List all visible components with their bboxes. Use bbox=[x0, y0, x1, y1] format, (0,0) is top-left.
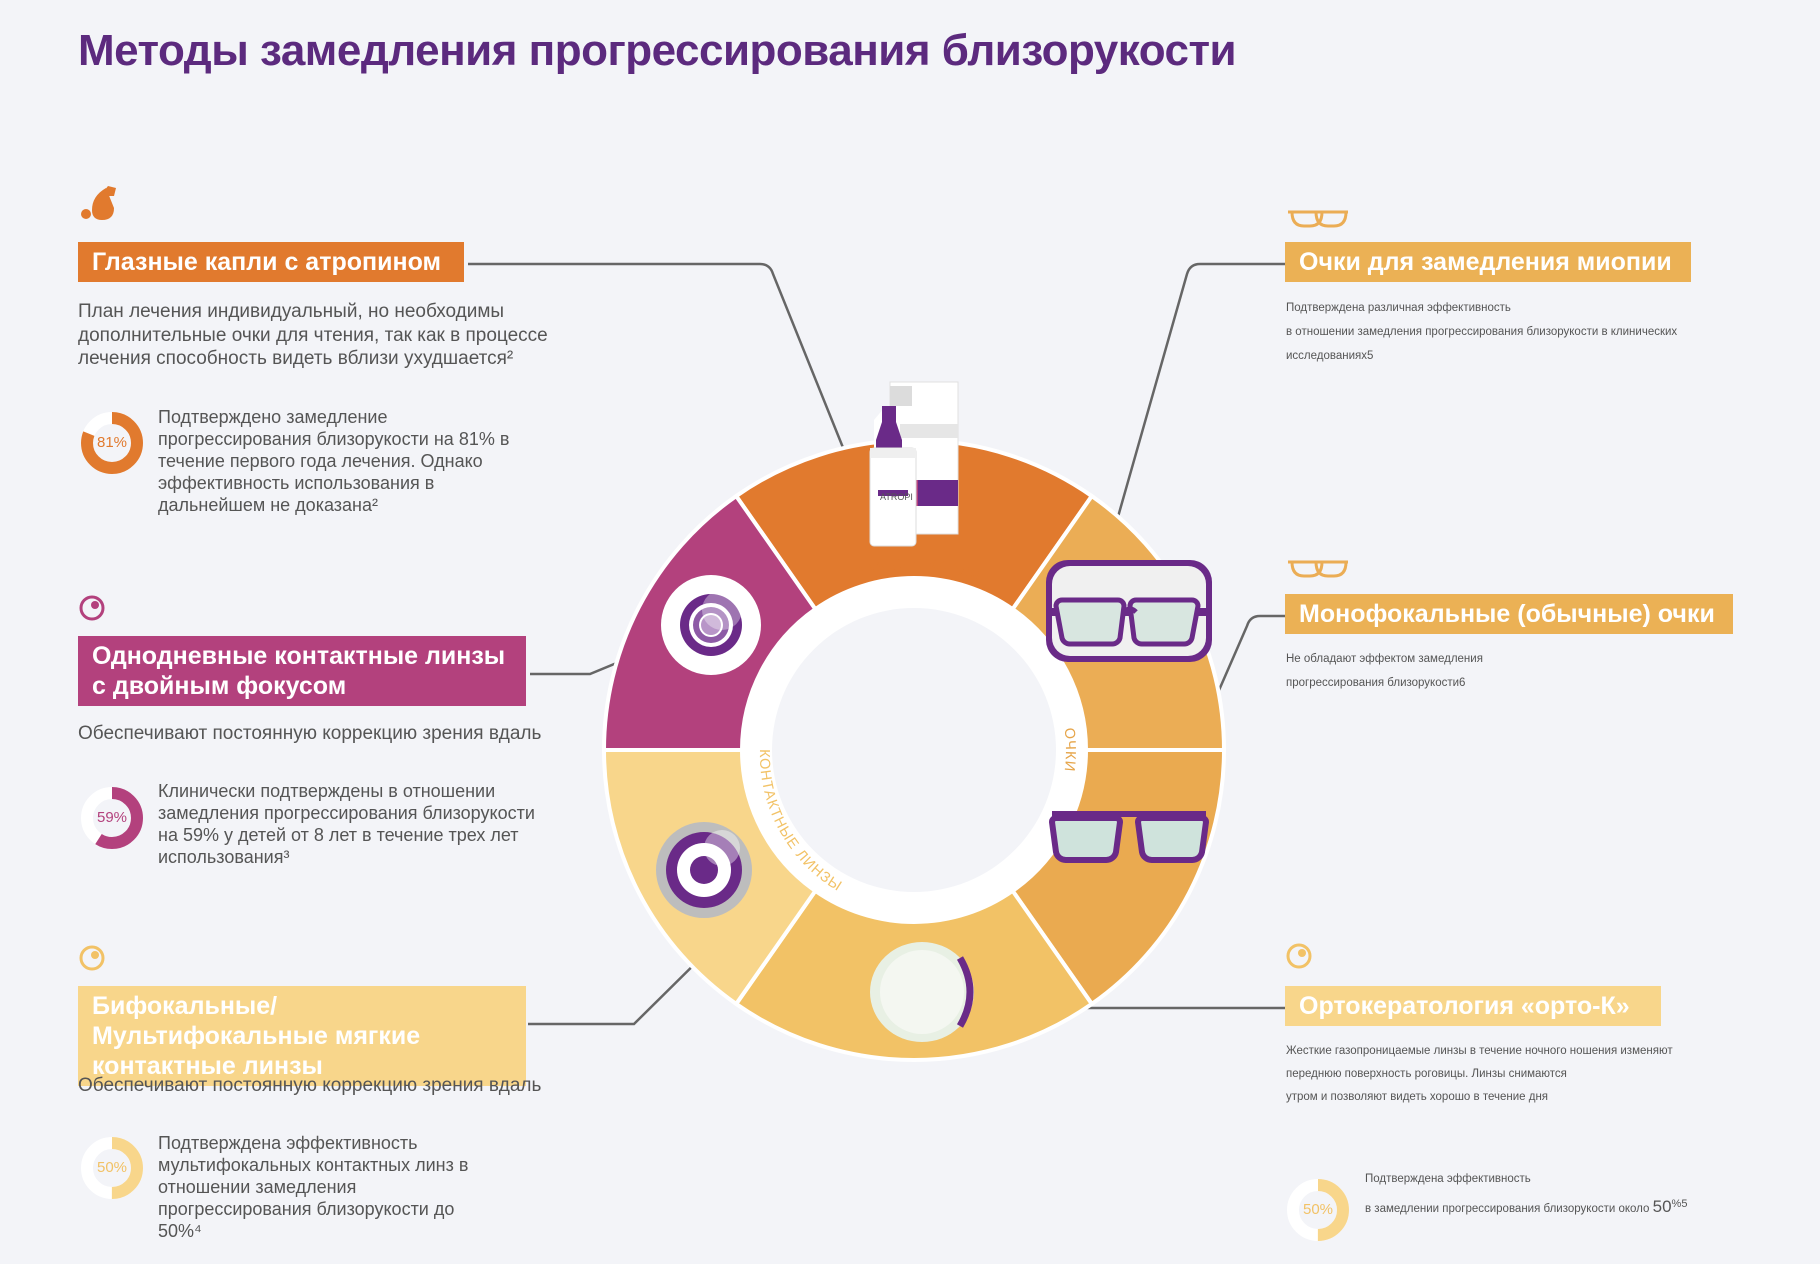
ortho-k-stat-1: Подтверждена эффективность bbox=[1365, 1173, 1531, 1185]
mono-glasses-text-1: Не обладают эффектом замедления bbox=[1286, 653, 1483, 665]
ortho-k-text-3: утром и позволяют видеть хорошо в течени… bbox=[1286, 1091, 1549, 1103]
ortho-k-stat-2-row: в замедлении прогрессирования близорукос… bbox=[1365, 1192, 1687, 1221]
ortho-k-donut-fill bbox=[1287, 1179, 1349, 1241]
atropine-description: План лечения индивидуальный, но необходи… bbox=[78, 301, 548, 369]
glasses-case-icon bbox=[1046, 560, 1212, 662]
ortho-k-stat-sup: %5 bbox=[1671, 1198, 1688, 1210]
myopia-glasses-text-1: Подтверждена различная эффективность bbox=[1286, 302, 1511, 314]
ortho-k-label: Ортокератология «орто-К» bbox=[1285, 986, 1661, 1026]
atropine-donut-fill bbox=[81, 412, 143, 474]
ortho-k-text-1: Жесткие газопроницаемые линзы в течение … bbox=[1286, 1045, 1673, 1057]
atropine-stat: Подтверждено замедление прогрессирования… bbox=[158, 407, 510, 515]
atropine-bottle-icon: ATROPI bbox=[869, 381, 959, 547]
bifocal-lenses-percent: 50% bbox=[96, 1159, 128, 1176]
daily-lenses-percent: 59% bbox=[96, 809, 128, 826]
ortho-k-small-icon bbox=[1286, 943, 1312, 969]
glasses-small-icon bbox=[1288, 210, 1348, 578]
bifocal-lenses-donut-fill bbox=[81, 1137, 143, 1199]
bifocal-lenses-stat: Подтверждена эффективность мультифокальн… bbox=[158, 1133, 469, 1241]
myopia-glasses-label: Очки для замедления миопии bbox=[1285, 242, 1691, 282]
atropine-label: Глазные капли с атропином bbox=[78, 242, 464, 282]
bottle-brand: ATROPI bbox=[880, 492, 913, 502]
svg-text:ОЧКИ: ОЧКИ bbox=[1061, 727, 1078, 773]
ortho-k-lens-icon bbox=[870, 942, 974, 1042]
bifocal-lenses-label: Бифокальные/Мультифокальные мягкие конта… bbox=[78, 986, 526, 1086]
atropine-percent: 81% bbox=[96, 434, 128, 451]
mono-glasses-text-2: прогрессирования близорукости6 bbox=[1286, 677, 1466, 689]
mono-glasses-label: Монофокальные (обычные) очки bbox=[1285, 594, 1733, 634]
bifocal-lens-small-icon bbox=[79, 945, 105, 971]
connector-atropine bbox=[468, 262, 850, 461]
page-title: Методы замедления прогрессирования близо… bbox=[78, 26, 1237, 75]
connector-mono-glasses bbox=[1170, 614, 1285, 799]
daily-lens-icon bbox=[661, 575, 761, 675]
daily-lenses-donut-fill bbox=[81, 787, 143, 849]
bifocal-lens-icon bbox=[656, 822, 752, 918]
drop-icon bbox=[81, 186, 116, 220]
ortho-k-stat-big: 50 bbox=[1652, 1196, 1672, 1216]
ring-label-glasses: ОЧКИ bbox=[1061, 727, 1077, 773]
daily-lenses-description: Обеспечивают постоянную коррекцию зрения… bbox=[78, 723, 542, 744]
ortho-k-stat-2: в замедлении прогрессирования близорукос… bbox=[1365, 1202, 1650, 1215]
ortho-k-percent: 50% bbox=[1302, 1201, 1334, 1218]
ring-center bbox=[772, 608, 1056, 892]
myopia-glasses-text-3: исследованиях5 bbox=[1286, 350, 1374, 362]
myopia-glasses-text-2: в отношении замедления прогрессирования … bbox=[1286, 326, 1678, 338]
daily-lenses-label: Однодневные контактные линзы с двойным ф… bbox=[78, 636, 526, 706]
connector-myopia-glasses bbox=[1108, 262, 1285, 546]
daily-lens-small-icon bbox=[79, 595, 105, 621]
bifocal-lenses-description: Обеспечивают постоянную коррекцию зрения… bbox=[78, 1075, 542, 1096]
glasses-icon bbox=[1048, 811, 1210, 863]
daily-lenses-stat: Клинически подтверждены в отношении заме… bbox=[158, 781, 535, 867]
ortho-k-text-2: переднюю поверхность роговицы. Линзы сни… bbox=[1286, 1068, 1567, 1080]
